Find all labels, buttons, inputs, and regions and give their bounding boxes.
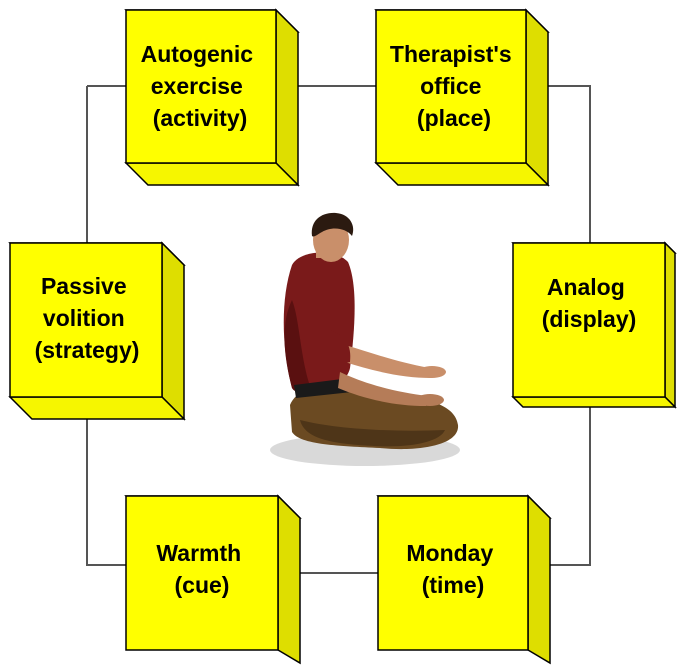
box-side-face bbox=[277, 494, 301, 665]
box-bottom-face bbox=[511, 396, 677, 408]
box-side-face bbox=[161, 241, 185, 421]
figure-forearm-right bbox=[338, 372, 428, 406]
box-front-face bbox=[9, 242, 163, 398]
box-display: Analog (display) bbox=[511, 241, 677, 409]
box-place-line-1: Therapist's bbox=[390, 41, 512, 67]
box-activity: Autogenic exercise (activity) bbox=[124, 8, 300, 187]
box-cue-line-1: Warmth bbox=[156, 540, 241, 566]
box-cue-line-2: (cue) bbox=[175, 572, 230, 598]
figure-sleeve bbox=[328, 330, 351, 366]
box-side-face bbox=[525, 8, 549, 187]
box-time-label: Monday (time) bbox=[406, 540, 499, 598]
box-side-face bbox=[664, 241, 676, 409]
box-time: Monday (time) bbox=[376, 494, 552, 665]
connector-loop bbox=[86, 85, 591, 574]
connector-line bbox=[86, 85, 591, 574]
box-place-line-3: (place) bbox=[417, 105, 491, 131]
seated-meditating-man-figure bbox=[270, 212, 460, 466]
box-activity-line-2: exercise bbox=[151, 73, 243, 99]
box-bottom-face bbox=[8, 396, 186, 420]
box-strategy-line-2: volition bbox=[43, 305, 125, 331]
box-front-face bbox=[512, 242, 666, 398]
box-cue-label: Warmth (cue) bbox=[156, 540, 247, 598]
box-activity-line-1: Autogenic bbox=[141, 41, 254, 67]
box-strategy-line-1: Passive bbox=[41, 273, 127, 299]
box-time-line-1: Monday bbox=[406, 540, 493, 566]
box-cue: Warmth (cue) bbox=[124, 494, 302, 665]
box-bottom-face bbox=[374, 162, 550, 186]
box-activity-line-3: (activity) bbox=[153, 105, 248, 131]
box-front-face bbox=[377, 495, 529, 651]
box-side-face bbox=[275, 8, 299, 187]
box-front-face bbox=[125, 9, 277, 164]
figure-forearm-left bbox=[345, 345, 432, 378]
figure-legs-shade bbox=[300, 420, 445, 447]
box-strategy-label: Passive volition (strategy) bbox=[35, 273, 140, 363]
figure-hand-top bbox=[418, 366, 446, 378]
box-place-label: Therapist's office (place) bbox=[390, 41, 518, 131]
box-place: Therapist's office (place) bbox=[374, 8, 550, 187]
figure-belt bbox=[294, 378, 352, 398]
box-display-line-1: Analog bbox=[547, 274, 625, 300]
box-display-line-2: (display) bbox=[542, 306, 637, 332]
box-time-line-2: (time) bbox=[422, 572, 485, 598]
box-strategy-line-3: (strategy) bbox=[35, 337, 140, 363]
box-place-line-2: office bbox=[420, 73, 481, 99]
figure-hand-bottom bbox=[416, 394, 444, 406]
box-strategy: Passive volition (strategy) bbox=[8, 241, 186, 421]
box-front-face bbox=[125, 495, 279, 651]
figure-hair bbox=[311, 212, 354, 237]
box-bottom-face bbox=[124, 162, 300, 186]
box-front-face bbox=[375, 9, 527, 164]
box-display-label: Analog (display) bbox=[542, 274, 637, 332]
box-activity-label: Autogenic exercise (activity) bbox=[141, 41, 260, 131]
figure-torso-shade bbox=[284, 300, 312, 393]
box-side-face bbox=[527, 494, 551, 665]
